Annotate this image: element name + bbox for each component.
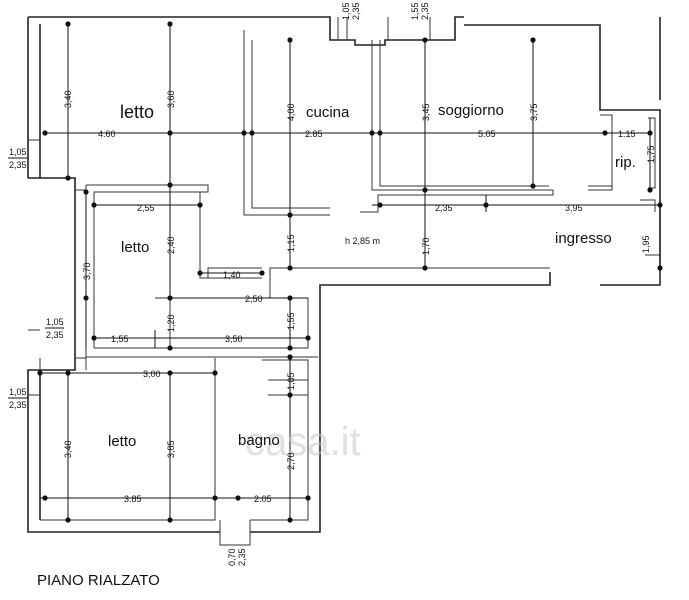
dim-370: 3,70	[82, 262, 92, 280]
dim-140: 1,40	[223, 270, 241, 280]
watermark-text: casa.it	[245, 420, 361, 464]
dimension-markers	[37, 21, 663, 523]
window-top-1-height: 2,35	[351, 2, 361, 20]
dim-250: 2,50	[245, 294, 263, 304]
dim-350: 3,50	[225, 334, 243, 344]
dim-460: 4.60	[98, 129, 116, 139]
window-left-2-width: 1,05	[46, 317, 64, 327]
window-left-1-width: 1,05	[9, 147, 27, 157]
walls	[27, 16, 661, 546]
dim-360: 3,60	[166, 90, 176, 108]
dim-235: 2,35	[435, 203, 453, 213]
room-label-bagno: bagno	[238, 432, 280, 449]
dim-120: 1,20	[166, 314, 176, 332]
dim-240: 2,40	[166, 236, 176, 254]
dim-340-bottom: 3,40	[63, 440, 73, 458]
window-left-1-height: 2,35	[9, 160, 27, 170]
ceiling-height-note: h 2,85 m	[345, 236, 380, 246]
floor-label: PIANO RIALZATO	[37, 572, 160, 589]
room-label-letto-bottom: letto	[108, 433, 136, 450]
dim-205: 2.05	[254, 494, 272, 504]
dim-395: 3,95	[565, 203, 583, 213]
dim-340-top: 3,40	[63, 90, 73, 108]
dim-270: 2,70	[286, 452, 296, 470]
dim-285: 2.85	[305, 129, 323, 139]
window-left-3-height: 2,35	[9, 400, 27, 410]
dim-155-h: 1,55	[111, 334, 129, 344]
dim-385-h: 3.85	[124, 494, 142, 504]
dim-195: 1,95	[641, 235, 651, 253]
room-label-soggiorno: soggiorno	[438, 102, 504, 119]
window-bottom-height: 2,35	[237, 548, 247, 566]
room-label-ingresso: ingresso	[555, 230, 612, 247]
room-label-letto-top: letto	[120, 102, 154, 122]
dim-155-v: 1,55	[286, 312, 296, 330]
window-left-3-width: 1,05	[9, 387, 27, 397]
dim-400: 4,00	[286, 103, 296, 121]
dim-105-v: 1,05	[286, 372, 296, 390]
dim-385-v: 3,85	[166, 440, 176, 458]
dim-170: 1,70	[421, 237, 431, 255]
room-label-rip: rip.	[615, 154, 636, 171]
dim-505: 5.05	[478, 129, 496, 139]
dimension-lines	[40, 24, 661, 520]
dim-375: 3,75	[529, 103, 539, 121]
dim-115: 1.15	[618, 129, 636, 139]
window-top-2-width: 1,55	[410, 2, 420, 20]
window-bottom-width: 0,70	[227, 548, 237, 566]
window-top-1-width: 1,05	[341, 2, 351, 20]
window-top-2-height: 2,35	[420, 2, 430, 20]
dim-175: 1,75	[646, 145, 656, 163]
dim-345: 3,45	[421, 103, 431, 121]
room-label-cucina: cucina	[306, 104, 350, 121]
dim-115-v: 1,15	[286, 234, 296, 252]
window-left-2-height: 2,35	[46, 330, 64, 340]
dim-300: 3,00	[143, 369, 161, 379]
room-label-letto-mid: letto	[121, 239, 149, 256]
dim-255: 2,55	[137, 203, 155, 213]
